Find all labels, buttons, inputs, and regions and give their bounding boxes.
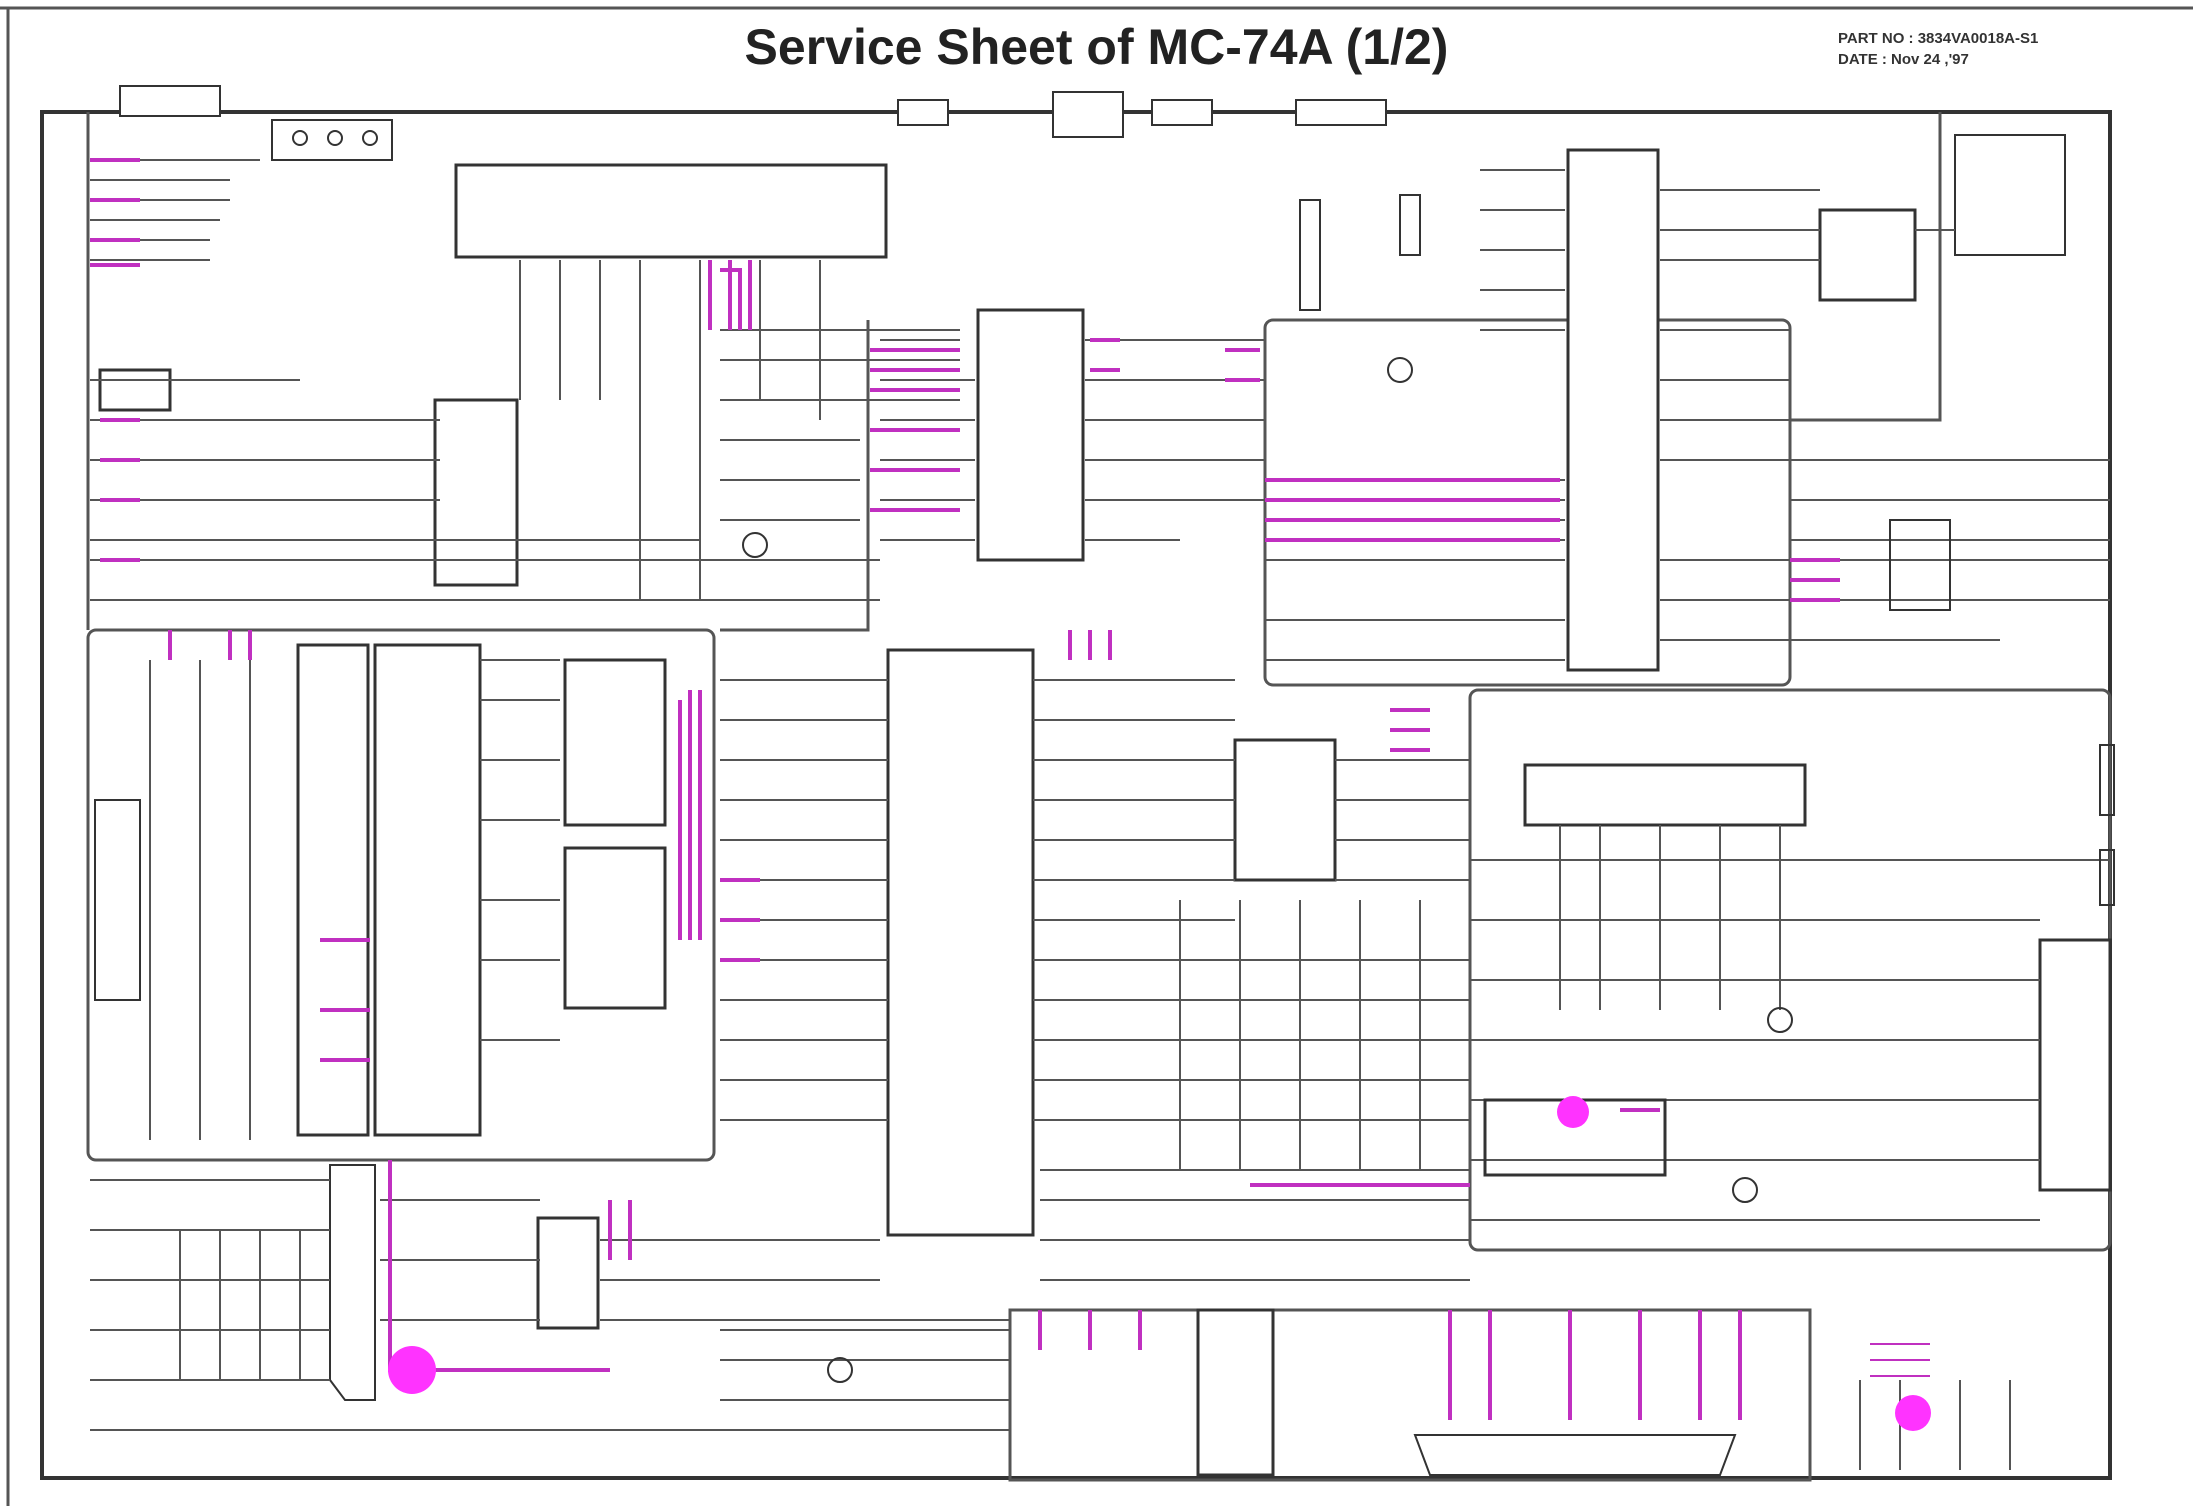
ic-chip-icon (98, 368, 172, 412)
part-info: PART NO : 3834VA0018A-S1 DATE : Nov 24 ,… (1838, 28, 2038, 70)
legend (1870, 1343, 1931, 1431)
ic-chip-icon (563, 846, 667, 1010)
ic-chip-icon (1523, 763, 1807, 827)
transistor-icon (1767, 1007, 1793, 1033)
ic-chips (98, 148, 2112, 1477)
test-point-marker-icon (1895, 1395, 1931, 1431)
top-connectors (119, 85, 2066, 256)
connector-icon (1954, 134, 2066, 256)
resistor-icon (1399, 194, 1421, 256)
connector-icon (1052, 91, 1124, 138)
ic-chip-icon (1196, 1308, 1275, 1477)
connector-icon (1295, 99, 1387, 126)
ic-chip-icon (2038, 938, 2112, 1192)
ic-chip-icon (536, 1216, 600, 1330)
resistor-icon (1299, 199, 1321, 311)
connector-icon (1151, 99, 1213, 126)
resistor-icon (2099, 849, 2115, 906)
ic-chip-icon (563, 658, 667, 827)
test-point-marker-icon (1557, 1096, 1589, 1128)
ic-chip-icon (1233, 738, 1337, 882)
resistor-icon (2099, 744, 2115, 816)
sheet-date: DATE : Nov 24 ,'97 (1838, 51, 1969, 68)
components (742, 194, 2115, 1383)
ic-chip-icon (1566, 148, 1660, 672)
ic-chip-icon (454, 163, 888, 259)
resistor-icon (1889, 519, 1951, 611)
ic-chip-icon (296, 643, 370, 1137)
connector-pins (292, 130, 378, 146)
ic-chip-icon (373, 643, 482, 1137)
transistor-icon (1387, 357, 1413, 383)
test-point-marker-icon (388, 1346, 436, 1394)
connector-icon (119, 85, 221, 117)
ic-chip-icon (1818, 208, 1917, 302)
part-number: PART NO : 3834VA0018A-S1 (1838, 30, 2039, 47)
transistor-icon (827, 1357, 853, 1383)
scart-connector (94, 799, 1737, 1476)
transistor-icon (1732, 1177, 1758, 1203)
transistor-icon (742, 532, 768, 558)
ic-chip-icon (886, 648, 1035, 1237)
connector-icon (897, 99, 949, 126)
ic-chip-icon (976, 308, 1085, 562)
ic-chip-icon (433, 398, 519, 587)
sheet-title: Service Sheet of MC-74A (1/2) (744, 19, 1449, 75)
